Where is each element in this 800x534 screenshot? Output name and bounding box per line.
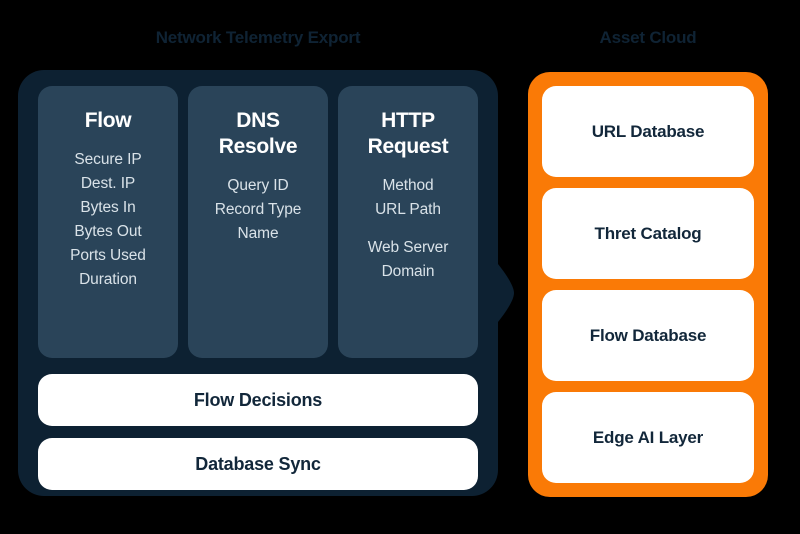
telemetry-bar-flow-decisions[interactable]: Flow Decisions (38, 374, 478, 426)
list-item: Name (237, 225, 279, 242)
card-title: HTTP Request (367, 109, 449, 158)
list-item: Bytes In (80, 199, 136, 216)
asset-card-flow-database[interactable]: Flow Database (542, 290, 754, 381)
telemetry-bar-database-sync[interactable]: Database Sync (38, 438, 478, 490)
list-item: Method (382, 177, 434, 194)
telemetry-columns: Flow Secure IP Dest. IP Bytes In Bytes O… (38, 86, 478, 358)
list-item: Query ID (227, 177, 289, 194)
asset-card-edge-ai-layer[interactable]: Edge AI Layer (542, 392, 754, 483)
list-item: Web Server Domain (367, 239, 449, 280)
arrow-right-icon (494, 264, 516, 322)
card-item-list: Secure IP Dest. IP Bytes In Bytes Out Po… (46, 148, 170, 292)
asset-cloud-panel: URL Database Thret Catalog Flow Database… (528, 72, 768, 497)
telemetry-card-http-request[interactable]: HTTP Request Method URL Path Web Server … (338, 86, 478, 358)
asset-card-url-database[interactable]: URL Database (542, 86, 754, 177)
telemetry-card-dns-resolve[interactable]: DNS Resolve Query ID Record Type Name (188, 86, 328, 358)
telemetry-section-title: Network Telemetry Export (155, 28, 361, 47)
card-title: Flow (84, 109, 132, 132)
card-item-list: Method URL Path Web Server Domain (346, 174, 470, 284)
list-item: Bytes Out (74, 223, 142, 240)
card-item-list: Query ID Record Type Name (196, 174, 320, 246)
asset-cloud-section-title: Asset Cloud (599, 28, 697, 47)
card-title: DNS Resolve (218, 109, 298, 158)
telemetry-card-flow[interactable]: Flow Secure IP Dest. IP Bytes In Bytes O… (38, 86, 178, 358)
list-item: URL Path (375, 201, 441, 218)
list-item: Ports Used (70, 247, 146, 264)
list-item: Secure IP (74, 151, 142, 168)
list-item: Duration (79, 271, 137, 288)
list-item: Dest. IP (80, 175, 136, 192)
list-item: Record Type (214, 201, 302, 218)
asset-card-thret-catalog[interactable]: Thret Catalog (542, 188, 754, 279)
telemetry-panel: Flow Secure IP Dest. IP Bytes In Bytes O… (18, 70, 498, 496)
